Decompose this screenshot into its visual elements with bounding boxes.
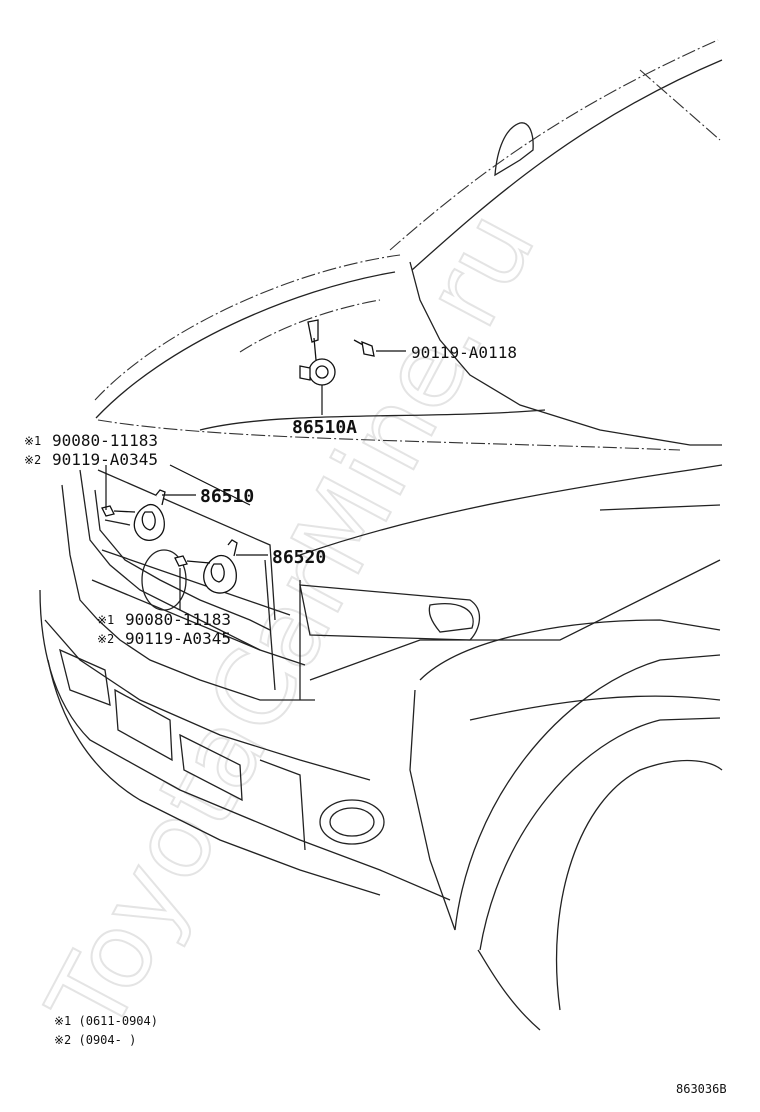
windshield bbox=[389, 39, 723, 446]
bolt-right bbox=[174, 555, 211, 567]
side-mirror bbox=[494, 122, 534, 177]
bolt-left bbox=[101, 505, 136, 517]
grille bbox=[61, 469, 315, 701]
label-90119-a0345-left: 90119-A0345 bbox=[52, 450, 158, 469]
figure-id: 863036B bbox=[676, 1082, 727, 1096]
horn-86520 bbox=[203, 539, 238, 594]
mark-2-right: ※2 bbox=[97, 632, 114, 646]
label-86520: 86520 bbox=[272, 547, 326, 568]
label-90080-11183-right: 90080-11183 bbox=[125, 610, 231, 629]
mark-1-right: ※1 bbox=[97, 613, 114, 627]
fog-lamp bbox=[319, 799, 385, 845]
headlamp-inner bbox=[428, 603, 474, 633]
bumper bbox=[39, 589, 451, 901]
footnote-2: ※2 (0904- ) bbox=[54, 1033, 136, 1047]
label-90119-a0345-right: 90119-A0345 bbox=[125, 629, 231, 648]
label-90080-11183-left: 90080-11183 bbox=[52, 431, 158, 450]
horn-86510a bbox=[299, 319, 336, 386]
fender bbox=[299, 504, 721, 931]
hood bbox=[94, 254, 723, 556]
label-90119-a0118: 90119-A0118 bbox=[411, 343, 517, 362]
bolt-90119-a0118 bbox=[353, 339, 375, 357]
mark-2-left: ※2 bbox=[24, 453, 41, 467]
label-86510: 86510 bbox=[200, 486, 254, 507]
label-86510a: 86510A bbox=[292, 417, 357, 438]
leader-lines bbox=[105, 350, 406, 610]
wheel bbox=[454, 654, 723, 1031]
horn-86510 bbox=[133, 489, 166, 541]
footnote-1: ※1 (0611-0904) bbox=[54, 1014, 158, 1028]
mark-1-left: ※1 bbox=[24, 434, 41, 448]
